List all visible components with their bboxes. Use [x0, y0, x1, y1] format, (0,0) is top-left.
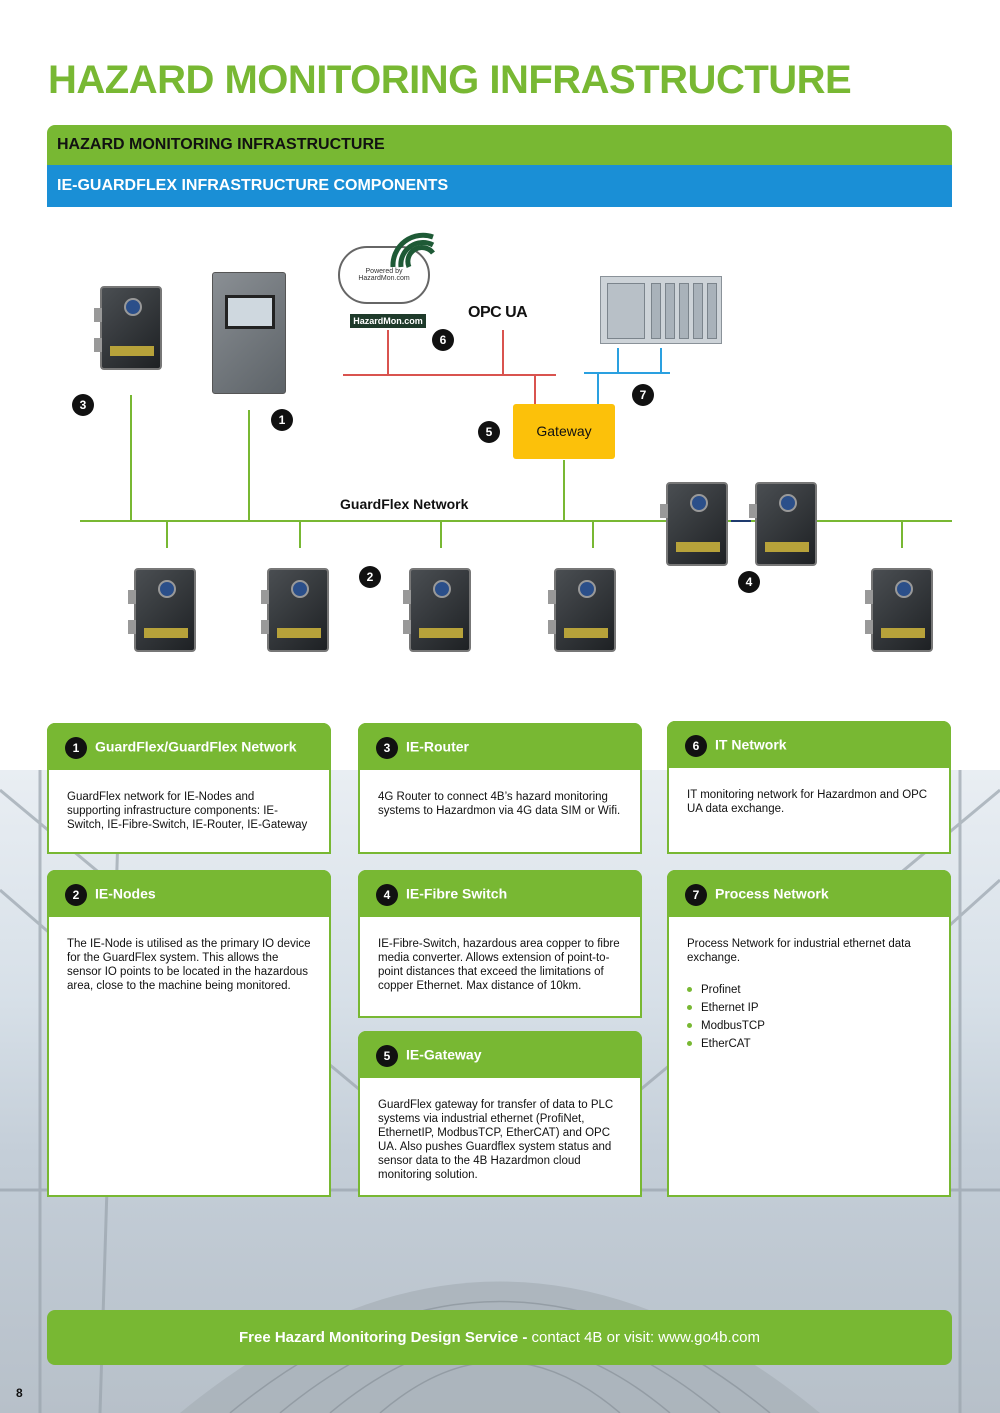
card-body: IE-Fibre-Switch, hazardous area copper t… [378, 938, 620, 992]
card-it-network: 6 IT Network IT monitoring network for Ha… [667, 721, 951, 854]
card-header: 7 Process Network [667, 870, 951, 917]
card-badge: 2 [65, 884, 87, 906]
badge-2: 2 [359, 566, 381, 588]
ie-node-device [128, 568, 196, 652]
list-item: Ethernet IP [687, 1001, 931, 1015]
wifi-icon [390, 232, 435, 268]
card-title: IE-Router [406, 738, 469, 755]
card-badge: 4 [376, 884, 398, 906]
ie-node-device [548, 568, 616, 652]
page-title: HAZARD MONITORING INFRASTRUCTURE [48, 58, 852, 102]
badge-6: 6 [432, 329, 454, 351]
ie-node-device [261, 568, 329, 652]
card-badge: 6 [685, 735, 707, 757]
card-header: 4 IE-Fibre Switch [358, 870, 642, 917]
badge-5: 5 [478, 421, 500, 443]
ie-node-device [865, 568, 933, 652]
card-process-network: 7 Process Network Process Network for ind… [667, 870, 951, 1197]
plc-cpu-module [607, 283, 645, 339]
ie-router-device [94, 286, 162, 370]
plc-rack [600, 276, 722, 344]
badge-1: 1 [271, 409, 293, 431]
plc-io-module [651, 283, 661, 339]
card-body: GuardFlex network for IE-Nodes and suppo… [67, 791, 308, 831]
badge-3: 3 [72, 394, 94, 416]
card-header: 1 GuardFlex/GuardFlex Network [47, 723, 331, 770]
card-badge: 3 [376, 737, 398, 759]
card-ie-nodes: 2 IE-Nodes The IE-Node is utilised as the… [47, 870, 331, 1197]
badge-4: 4 [738, 571, 760, 593]
card-badge: 7 [685, 884, 707, 906]
footer-bold-text: Free Hazard Monitoring Design Service - [238, 1329, 528, 1346]
card-badge: 5 [376, 1045, 398, 1067]
plc-io-module [679, 283, 689, 339]
hazardmon-cloud: Powered by HazardMon.com [338, 246, 430, 304]
section-header: HAZARD MONITORING INFRASTRUCTURE [47, 125, 952, 165]
guardflex-network-label: GuardFlex Network [340, 496, 469, 512]
card-body: GuardFlex gateway for transfer of data t… [378, 1099, 614, 1181]
card-header: 6 IT Network [667, 721, 951, 768]
cabinet-screen [225, 295, 275, 329]
protocol-list: Profinet Ethernet IP ModbusTCP EtherCAT [687, 983, 931, 1051]
ie-node-device [403, 568, 471, 652]
card-title: Process Network [715, 885, 829, 902]
ie-fibre-switch-device [660, 482, 728, 566]
card-body: The IE-Node is utilised as the primary I… [67, 938, 311, 992]
card-title: IT Network [715, 736, 787, 753]
card-header: 2 IE-Nodes [47, 870, 331, 917]
card-header: 3 IE-Router [358, 723, 642, 770]
list-item: EtherCAT [687, 1037, 931, 1051]
hazardmon-logo: HazardMon.com [350, 314, 426, 328]
ie-fibre-switch-device [749, 482, 817, 566]
card-guardflex-network: 1 GuardFlex/GuardFlex Network GuardFlex n… [47, 723, 331, 854]
plc-io-module [693, 283, 703, 339]
page-number: 8 [16, 1386, 23, 1400]
card-title: IE-Nodes [95, 885, 156, 902]
network-diagram: Powered by HazardMon.com HazardMon.com O… [0, 210, 1000, 710]
card-body: Process Network for industrial ethernet … [669, 917, 949, 1051]
footer-banner: Free Hazard Monitoring Design Service - … [47, 1310, 952, 1365]
card-title: GuardFlex/GuardFlex Network [95, 738, 297, 755]
opc-ua-logo: OPC UA [468, 304, 528, 321]
badge-7: 7 [632, 384, 654, 406]
card-text: Process Network for industrial ethernet … [687, 938, 911, 964]
card-body: 4G Router to connect 4B’s hazard monitor… [378, 791, 621, 817]
card-title: IE-Fibre Switch [406, 885, 508, 902]
gateway-box: Gateway [513, 404, 615, 459]
guardflex-controller-cabinet [212, 272, 286, 394]
card-ie-gateway: 5 IE-Gateway GuardFlex gateway for transf… [358, 1031, 642, 1197]
card-badge: 1 [65, 737, 87, 759]
list-item: Profinet [687, 983, 931, 997]
card-ie-fibre-switch: 4 IE-Fibre Switch IE-Fibre-Switch, hazard… [358, 870, 642, 1018]
footer-link-text[interactable]: contact 4B or visit: www.go4b.com [527, 1329, 760, 1346]
list-item: ModbusTCP [687, 1019, 931, 1033]
subsection-header: IE-GUARDFLEX INFRASTRUCTURE COMPONENTS [47, 165, 952, 207]
card-title: IE-Gateway [406, 1046, 482, 1063]
plc-io-module [665, 283, 675, 339]
card-body: IT monitoring network for Hazardmon and … [687, 789, 928, 815]
plc-io-module [707, 283, 717, 339]
card-ie-router: 3 IE-Router 4G Router to connect 4B’s haz… [358, 723, 642, 854]
card-header: 5 IE-Gateway [358, 1031, 642, 1078]
